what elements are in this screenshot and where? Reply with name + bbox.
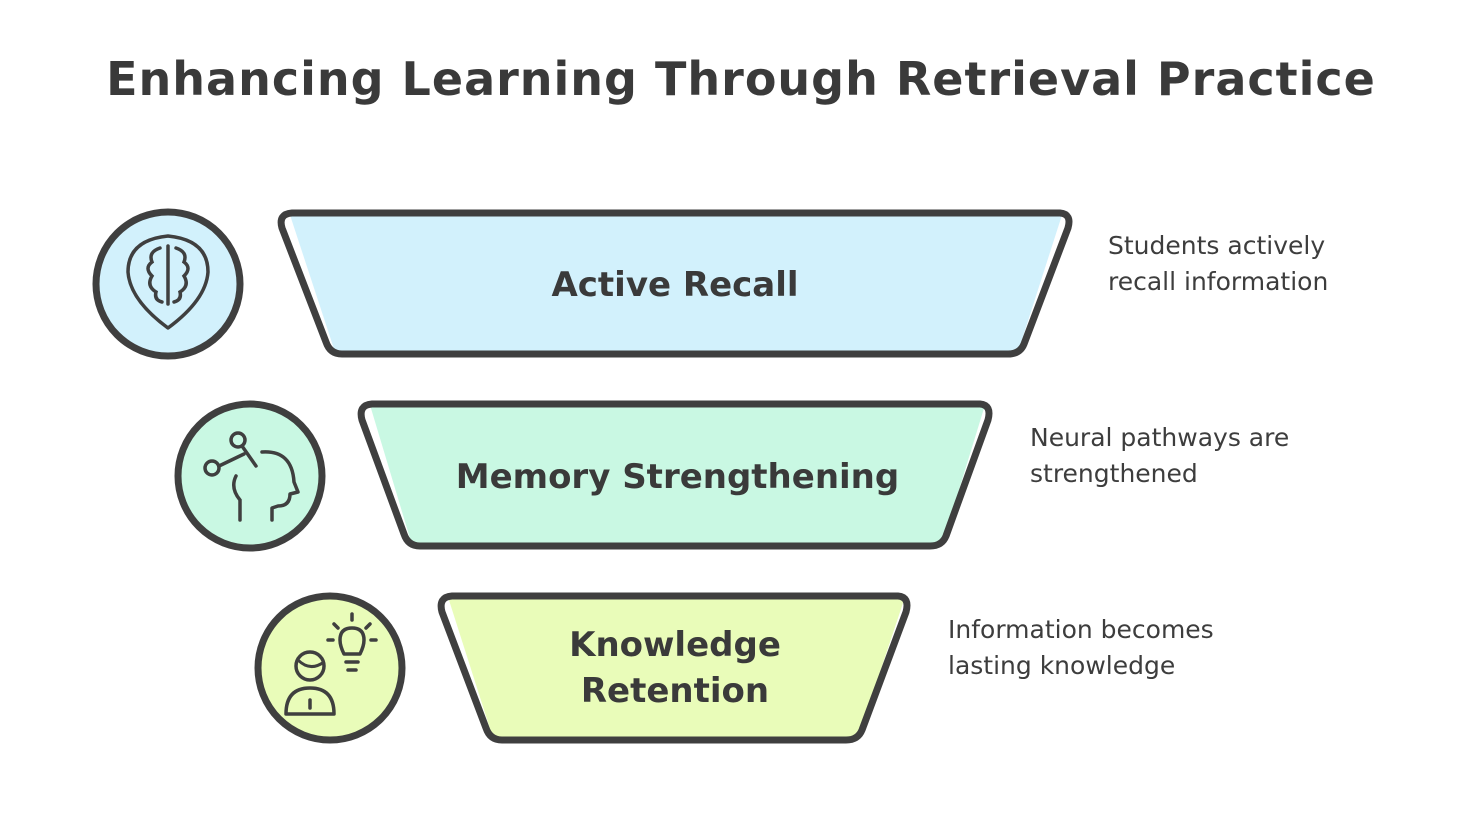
brain-pin-icon	[92, 208, 244, 360]
funnel-layer-1-outline	[277, 209, 1073, 358]
funnel-layer-2-fill	[370, 405, 985, 545]
layer-1-description-line: recall information	[1108, 267, 1329, 296]
funnel-layer-3-outline	[437, 592, 911, 744]
funnel-layer-3-fill	[448, 597, 905, 738]
layer-1-description: Students actively recall information	[1108, 228, 1468, 300]
funnel-layer-1	[277, 209, 1073, 358]
layer-1-label: Active Recall	[551, 265, 799, 305]
funnel-layer-2-outline	[357, 400, 993, 550]
layer-2-description: Neural pathways are strengthened	[1030, 420, 1390, 492]
funnel-layer-2	[357, 400, 993, 550]
layer-3-description-line: Information becomes	[948, 615, 1214, 644]
head-network-icon	[174, 400, 326, 552]
layer-2-label: Memory Strengthening	[455, 457, 900, 497]
layer-2-description-line: Neural pathways are	[1030, 423, 1290, 452]
layer-3-description: Information becomes lasting knowledge	[948, 612, 1308, 684]
layer-3-description-line: lasting knowledge	[948, 651, 1176, 680]
funnel-layer-1-fill	[290, 215, 1062, 352]
person-lightbulb-icon	[254, 592, 406, 744]
layer-1-description-line: Students actively	[1108, 231, 1326, 260]
layer-3-label: Knowledge Retention	[569, 625, 781, 711]
layer-2-description-line: strengthened	[1030, 459, 1198, 488]
diagram-title: Enhancing Learning Through Retrieval Pra…	[106, 52, 1376, 106]
funnel-layer-3	[437, 592, 911, 744]
